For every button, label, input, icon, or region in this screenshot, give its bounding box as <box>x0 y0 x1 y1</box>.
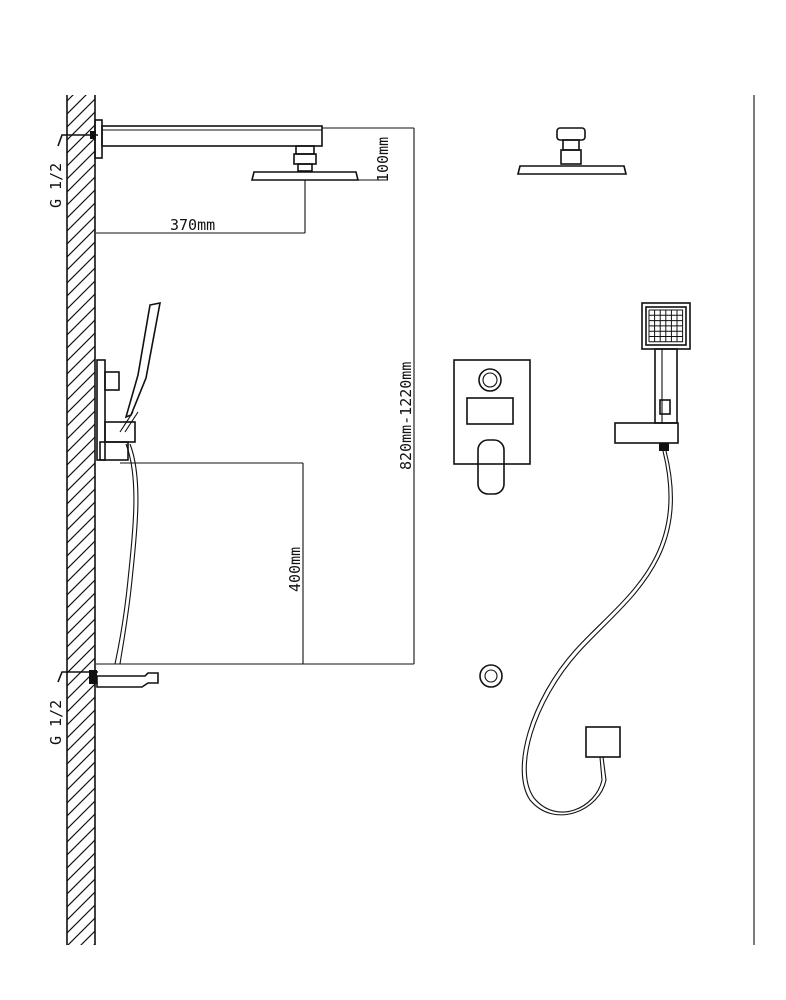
hatch-line <box>67 150 95 180</box>
hatch-line <box>67 449 95 479</box>
hatch-line <box>67 189 95 219</box>
hatch-line <box>67 748 95 778</box>
diverter-valve-front-view <box>453 359 531 495</box>
hatch-line <box>67 319 95 349</box>
hatch-line <box>67 592 95 622</box>
hatch-line <box>67 410 95 440</box>
hand-shower-spray-grid <box>648 309 684 343</box>
wall-hatching <box>67 60 95 985</box>
hose-side-view-inner <box>119 443 139 665</box>
hatch-line <box>67 644 95 674</box>
hatch-line <box>67 839 95 869</box>
hatch-line <box>67 332 95 362</box>
hatch-line <box>67 163 95 193</box>
hose-side-view <box>114 443 135 665</box>
hatch-line <box>67 345 95 375</box>
hatch-line <box>67 60 95 88</box>
hatch-line <box>67 696 95 726</box>
hatch-line <box>67 709 95 739</box>
hatch-line <box>67 98 95 128</box>
hatch-line <box>67 527 95 557</box>
hatch-line <box>67 826 95 856</box>
hatch-line <box>67 95 74 102</box>
hatch-line <box>67 579 95 609</box>
dimension-valve-height-label: 820mm-1220mm <box>397 362 415 470</box>
hatch-line <box>93 943 95 945</box>
hatch-line <box>67 397 95 427</box>
hatch-line <box>67 358 95 388</box>
hatch-line <box>67 800 95 830</box>
hatch-line <box>67 124 95 154</box>
hatch-line <box>67 852 95 882</box>
hose-front-view <box>521 450 670 816</box>
hatch-line <box>67 384 95 414</box>
hatch-line <box>67 293 95 323</box>
hatch-line <box>67 683 95 713</box>
shower-arm <box>101 125 323 147</box>
hatch-line <box>67 202 95 232</box>
bottom-pipe-outlet <box>57 670 98 684</box>
hatch-line <box>67 917 95 945</box>
hatch-line <box>67 540 95 570</box>
hatch-line <box>67 462 95 492</box>
tub-spout <box>96 672 159 688</box>
dimension-spout-to-valve <box>96 462 414 665</box>
hand-shower-side-view <box>119 301 162 433</box>
hatch-line <box>67 215 95 245</box>
hatch-line <box>67 865 95 895</box>
shower-head-front-view <box>516 127 628 175</box>
hatch-line <box>80 930 95 945</box>
hatch-line <box>67 904 95 934</box>
round-fitting-front-view <box>479 664 503 688</box>
hatch-line <box>67 228 95 258</box>
hand-shower-front-view <box>614 302 691 451</box>
hatch-line <box>67 761 95 791</box>
hatch-line <box>67 774 95 804</box>
dimension-head-drop <box>322 127 414 181</box>
hatch-line <box>67 95 87 115</box>
hatch-line <box>67 280 95 310</box>
dimension-head-drop-label: 100mm <box>374 137 392 182</box>
hatch-line <box>67 553 95 583</box>
hose-front-view-inner <box>525 450 673 813</box>
hatch-line <box>67 813 95 843</box>
dimension-arm-length-label: 370mm <box>170 216 215 234</box>
hatch-line <box>67 878 95 908</box>
diverter-valve-side-view <box>96 359 136 461</box>
hatch-line <box>67 176 95 206</box>
hatch-line <box>67 618 95 648</box>
hatch-line <box>67 475 95 505</box>
hatch-line <box>67 306 95 336</box>
hatch-line <box>67 501 95 531</box>
hatch-line <box>67 787 95 817</box>
overhead-shower-head <box>250 145 360 181</box>
hatch-line <box>67 254 95 284</box>
dimension-arm-length <box>96 180 306 234</box>
thread-label-top: G 1/2 <box>47 163 65 208</box>
hatch-line <box>67 891 95 921</box>
hatch-line <box>67 488 95 518</box>
hatch-line <box>67 371 95 401</box>
thread-label-bottom: G 1/2 <box>47 700 65 745</box>
hatch-line <box>67 722 95 752</box>
hatch-line <box>67 605 95 635</box>
hatch-line <box>67 436 95 466</box>
hatch-line <box>67 514 95 544</box>
hatch-line <box>67 957 95 985</box>
hatch-line <box>67 566 95 596</box>
hatch-line <box>67 631 95 661</box>
hatch-line <box>67 241 95 271</box>
hatch-line <box>67 267 95 297</box>
hatch-line <box>67 423 95 453</box>
hatch-line <box>67 735 95 765</box>
dimension-spout-to-valve-label: 400mm <box>286 547 304 592</box>
hose-wall-outlet <box>585 726 621 758</box>
wall <box>66 60 96 985</box>
hatch-line <box>67 137 95 167</box>
